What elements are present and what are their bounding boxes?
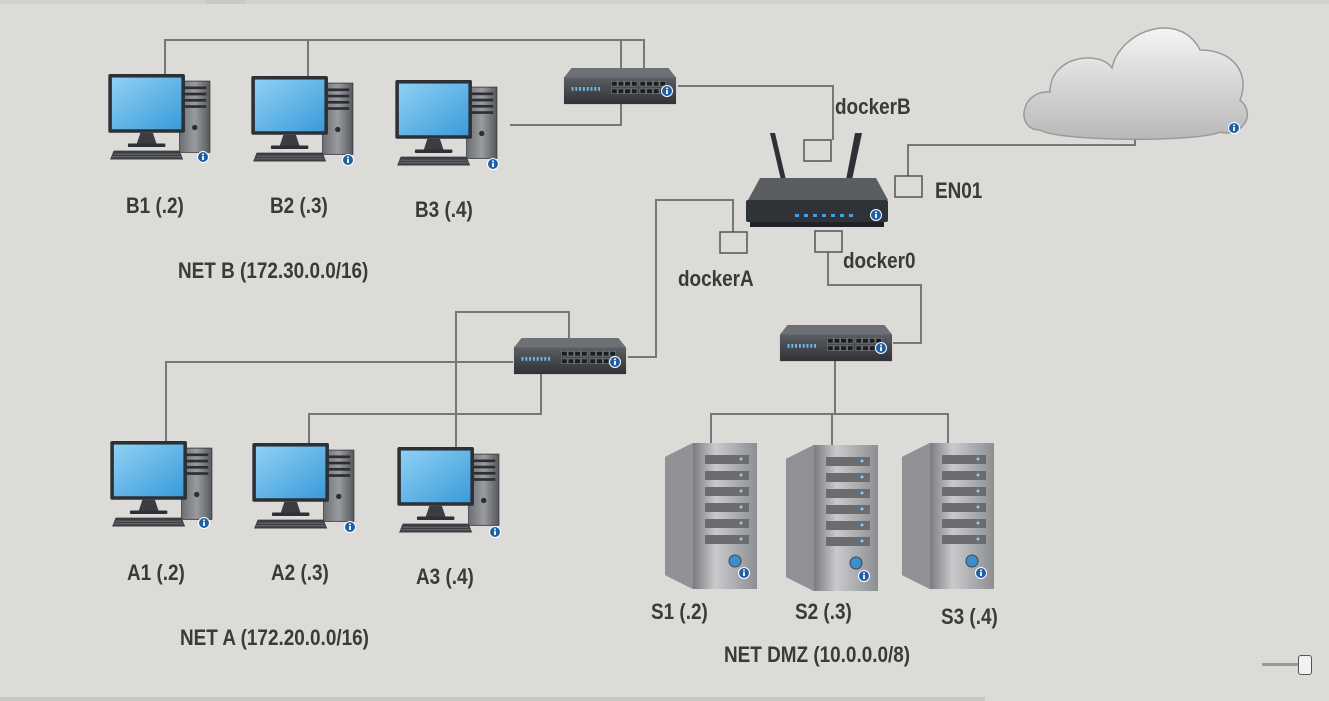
desktop-computer-icon[interactable] — [250, 76, 354, 166]
port-dockerB — [803, 139, 832, 162]
host-label-a2: A2 (.3) — [271, 560, 329, 585]
top-tab[interactable] — [205, 0, 245, 4]
server-label-s2: S2 (.3) — [795, 599, 852, 624]
zoom-slider-handle[interactable] — [1298, 655, 1312, 675]
tower-server-icon[interactable] — [786, 445, 878, 591]
zoom-slider-track[interactable] — [1262, 663, 1312, 666]
desktop-computer-icon[interactable] — [394, 80, 499, 170]
switch-net-a[interactable] — [513, 338, 627, 375]
port-en01 — [894, 175, 923, 198]
tower-server-icon[interactable] — [902, 443, 994, 589]
bottom-scrollbar[interactable] — [0, 697, 985, 701]
host-label-a1: A1 (.2) — [127, 560, 185, 585]
tower-server-icon[interactable] — [665, 443, 757, 589]
cloud-icon[interactable] — [1023, 27, 1249, 140]
desktop-computer-icon[interactable] — [396, 447, 501, 538]
port-docker0 — [814, 230, 843, 253]
dockerB-label: dockerB — [835, 94, 911, 119]
wireless-router-icon[interactable] — [746, 133, 888, 227]
host-label-a3: A3 (.4) — [416, 564, 474, 589]
server-label-s3: S3 (.4) — [941, 604, 998, 629]
net-b-label: NET B (172.30.0.0/16) — [178, 258, 369, 283]
host-label-b3: B3 (.4) — [415, 197, 473, 222]
port-dockerA — [719, 231, 748, 254]
net-a-label: NET A (172.20.0.0/16) — [180, 625, 369, 650]
desktop-computer-icon[interactable] — [107, 74, 211, 163]
switch-net-dmz[interactable] — [779, 325, 893, 362]
desktop-computer-icon[interactable] — [109, 441, 213, 529]
docker0-label: docker0 — [843, 248, 916, 273]
net-dmz-label: NET DMZ (10.0.0.0/8) — [724, 642, 911, 667]
dockerA-label: dockerA — [678, 266, 754, 291]
host-label-b2: B2 (.3) — [270, 193, 328, 218]
server-label-s1: S1 (.2) — [651, 599, 708, 624]
en01-label: EN01 — [935, 178, 983, 203]
links — [164, 39, 1136, 458]
top-bar — [0, 0, 1329, 4]
desktop-computer-icon[interactable] — [251, 443, 356, 533]
host-label-b1: B1 (.2) — [126, 193, 184, 218]
switch-net-b[interactable] — [563, 68, 677, 105]
